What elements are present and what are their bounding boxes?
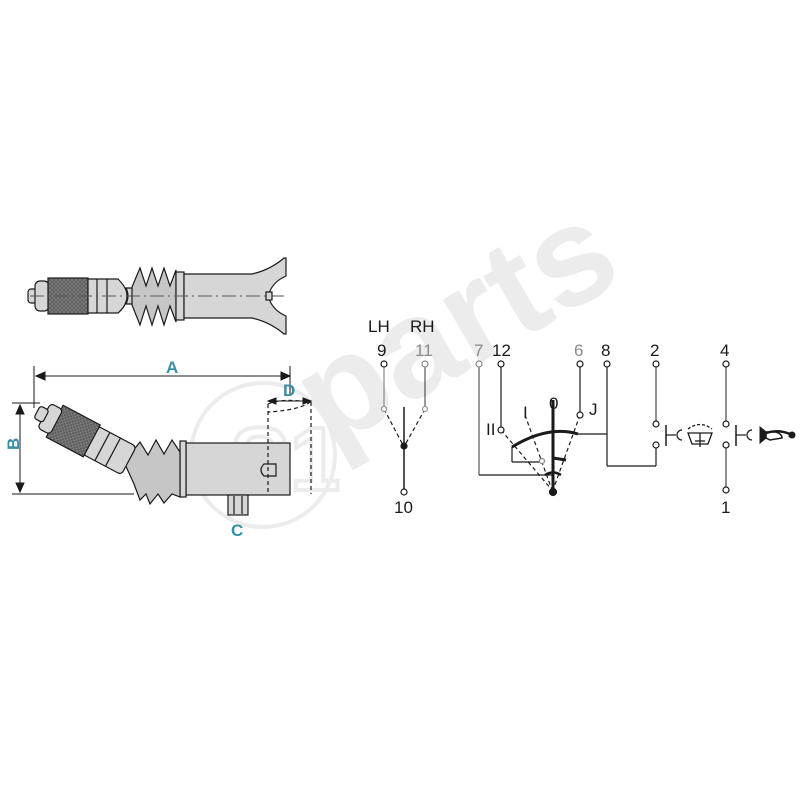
horn-switch-schematic: 4 1 [720, 341, 796, 517]
dimension-label-b: B [4, 438, 23, 450]
terminal-12-label: 12 [492, 341, 511, 360]
light-switch-schematic: 7 12 6 8 II I 0 J [474, 341, 656, 497]
horn-icon [759, 425, 796, 445]
wiper-switch-schematic: 2 [650, 341, 713, 466]
dimension-label-c: C [231, 521, 243, 540]
terminal-9-label: 9 [377, 341, 386, 360]
terminal-1-label: 1 [721, 498, 730, 517]
windscreen-wiper-icon [687, 423, 713, 447]
terminal-7-label: 7 [474, 341, 483, 360]
label-rh: RH [410, 317, 435, 336]
position-i-label: I [523, 403, 528, 422]
position-ii-label: II [486, 420, 495, 439]
stalk-switch-top-view [27, 257, 287, 335]
indicator-switch-schematic: LH RH 9 11 10 [368, 317, 435, 517]
dimension-label-a: A [166, 358, 178, 377]
label-lh: LH [368, 317, 390, 336]
terminal-10-label: 10 [394, 498, 413, 517]
terminal-11-label: 11 [415, 341, 433, 360]
terminal-2-label: 2 [650, 341, 659, 360]
position-j-label: J [589, 400, 598, 419]
terminal-6-label: 6 [574, 341, 583, 360]
watermark-text: parts [267, 169, 642, 476]
dimension-label-d: D [283, 381, 295, 400]
terminal-4-label: 4 [720, 341, 729, 360]
terminal-8-label: 8 [601, 341, 610, 360]
dimension-lines [12, 366, 313, 495]
stalk-switch-side-view [34, 399, 312, 516]
